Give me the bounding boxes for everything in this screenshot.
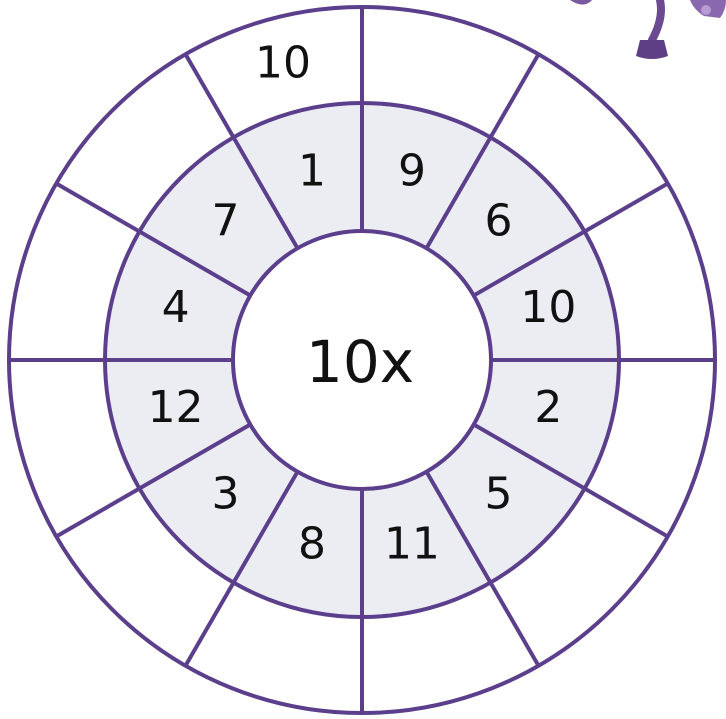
inner-number: 3	[212, 468, 240, 519]
cartoon-character-icon	[570, 0, 726, 59]
inner-number: 12	[148, 382, 204, 433]
inner-number: 2	[534, 382, 562, 433]
inner-number: 9	[398, 146, 426, 197]
center-multiplier-label: 10x	[306, 328, 414, 396]
inner-number: 4	[162, 282, 190, 333]
inner-number: 1	[298, 146, 326, 197]
inner-number: 8	[298, 518, 326, 569]
inner-number: 7	[212, 196, 240, 247]
inner-number: 10	[520, 282, 576, 333]
inner-number: 6	[484, 196, 512, 247]
inner-number: 5	[484, 468, 512, 519]
inner-number: 11	[384, 518, 440, 569]
outer-answer-cell[interactable]: 10	[255, 37, 311, 88]
